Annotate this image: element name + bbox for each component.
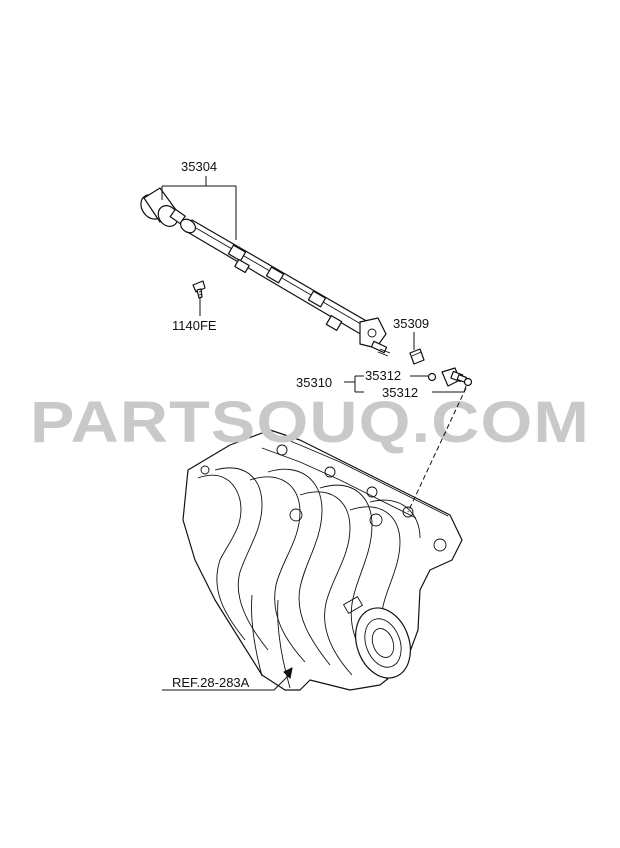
install-line [407, 387, 467, 513]
intake-manifold [182, 429, 463, 691]
callout-bolt: 1140FE [172, 318, 217, 333]
callout-reference[interactable]: REF.28-283A [172, 675, 250, 690]
clip-part [409, 348, 425, 365]
fuel-rail-end-cap [140, 187, 186, 227]
fuel-rail [140, 187, 391, 357]
watermark: PARTSOUQ.COM [30, 390, 590, 455]
callout-o-ring-lower: 35312 [382, 385, 418, 400]
callout-clip: 35309 [393, 316, 429, 331]
callout-injector-group: 35310 [296, 375, 332, 390]
bolt-part [192, 280, 206, 299]
leader-lines [161, 176, 467, 691]
injector-part [427, 367, 473, 387]
callout-o-ring-upper: 35312 [365, 368, 401, 383]
callout-fuel-rail: 35304 [181, 159, 217, 174]
